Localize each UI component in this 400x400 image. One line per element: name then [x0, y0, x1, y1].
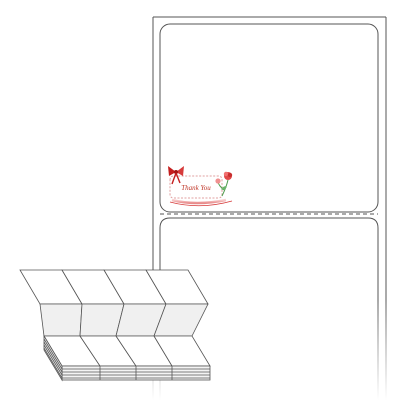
stack-top: [43, 335, 211, 367]
sticker-frame: [169, 175, 223, 199]
carnation-flower-icon: [215, 171, 233, 197]
top-strip: [19, 269, 209, 305]
label-1: [159, 23, 379, 213]
red-ribbon-bow-icon: [168, 166, 184, 185]
fanfold-stack: [19, 269, 211, 382]
thank-you-sticker: Thank You: [168, 166, 233, 207]
fold-section: [39, 303, 209, 337]
stack-layers: [43, 334, 211, 382]
sticker-text: Thank You: [181, 184, 211, 192]
